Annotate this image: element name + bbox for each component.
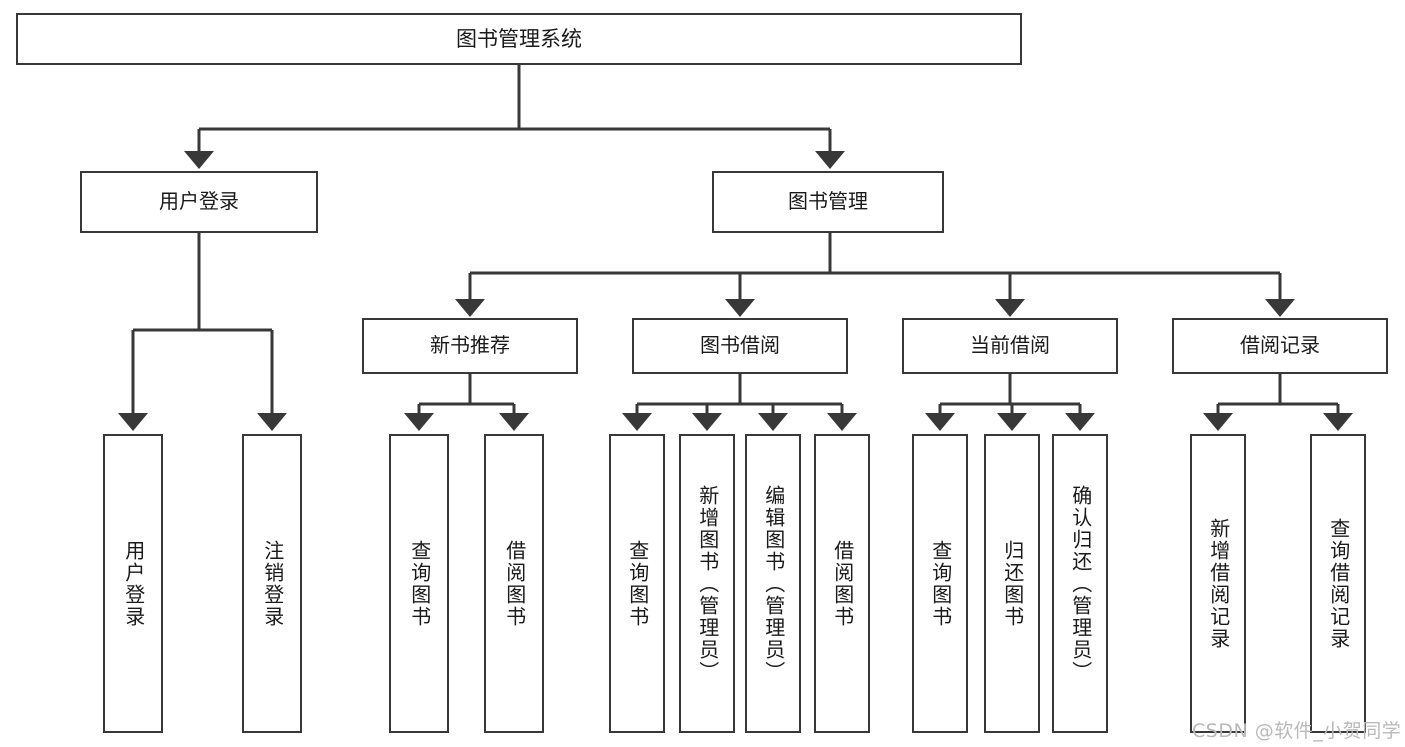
leaf-user-login[interactable]: 用户登录 — [103, 434, 163, 733]
leaf-logout[interactable]: 注销登录 — [242, 434, 302, 733]
leaf-add-book-admin-label: 新增图书（管理员） — [695, 484, 720, 683]
leaf-confirm-return-admin-label: 确认归还（管理员） — [1068, 484, 1093, 683]
leaf-query-book-current[interactable]: 查询图书 — [912, 434, 968, 733]
leaf-borrow-book[interactable]: 借阅图书 — [814, 434, 870, 733]
node-user-login[interactable]: 用户登录 — [80, 171, 318, 233]
node-new-book-recommend-label: 新书推荐 — [430, 333, 510, 358]
leaf-query-borrow-record[interactable]: 查询借阅记录 — [1310, 434, 1366, 733]
leaf-edit-book-admin-label: 编辑图书（管理员） — [761, 484, 786, 683]
leaf-add-borrow-record[interactable]: 新增借阅记录 — [1190, 434, 1246, 733]
leaf-query-book-borrow-label: 查询图书 — [625, 539, 650, 628]
node-current-borrow-label: 当前借阅 — [970, 333, 1050, 358]
leaf-query-book-current-label: 查询图书 — [928, 539, 953, 628]
leaf-add-borrow-record-label: 新增借阅记录 — [1206, 517, 1231, 650]
leaf-borrow-book-newbook-label: 借阅图书 — [502, 539, 527, 628]
leaf-edit-book-admin[interactable]: 编辑图书（管理员） — [745, 434, 801, 733]
leaf-query-borrow-record-label: 查询借阅记录 — [1326, 517, 1351, 650]
leaf-query-book-borrow[interactable]: 查询图书 — [609, 434, 665, 733]
leaf-confirm-return-admin[interactable]: 确认归还（管理员） — [1052, 434, 1108, 733]
leaf-user-login-label: 用户登录 — [121, 539, 146, 628]
leaf-return-book-label: 归还图书 — [1000, 539, 1025, 628]
leaf-add-book-admin[interactable]: 新增图书（管理员） — [679, 434, 735, 733]
node-new-book-recommend[interactable]: 新书推荐 — [362, 318, 578, 374]
leaf-logout-label: 注销登录 — [260, 539, 285, 628]
node-book-borrow[interactable]: 图书借阅 — [632, 318, 848, 374]
node-book-management-label: 图书管理 — [788, 189, 868, 214]
node-user-login-label: 用户登录 — [159, 189, 239, 214]
node-root[interactable]: 图书管理系统 — [16, 13, 1022, 65]
csdn-watermark: CSDN @软件_小贺同学 — [1192, 716, 1401, 743]
leaf-query-book-newbook-label: 查询图书 — [407, 539, 432, 628]
leaf-borrow-book-newbook[interactable]: 借阅图书 — [484, 434, 544, 733]
node-current-borrow[interactable]: 当前借阅 — [902, 318, 1118, 374]
leaf-return-book[interactable]: 归还图书 — [984, 434, 1040, 733]
node-book-management[interactable]: 图书管理 — [712, 171, 944, 233]
node-book-borrow-label: 图书借阅 — [700, 333, 780, 358]
node-root-label: 图书管理系统 — [456, 26, 582, 51]
node-borrow-record-label: 借阅记录 — [1240, 333, 1320, 358]
csdn-watermark-text: CSDN @软件_小贺同学 — [1192, 720, 1402, 742]
node-borrow-record[interactable]: 借阅记录 — [1172, 318, 1388, 374]
leaf-borrow-book-label: 借阅图书 — [830, 539, 855, 628]
leaf-query-book-newbook[interactable]: 查询图书 — [389, 434, 449, 733]
